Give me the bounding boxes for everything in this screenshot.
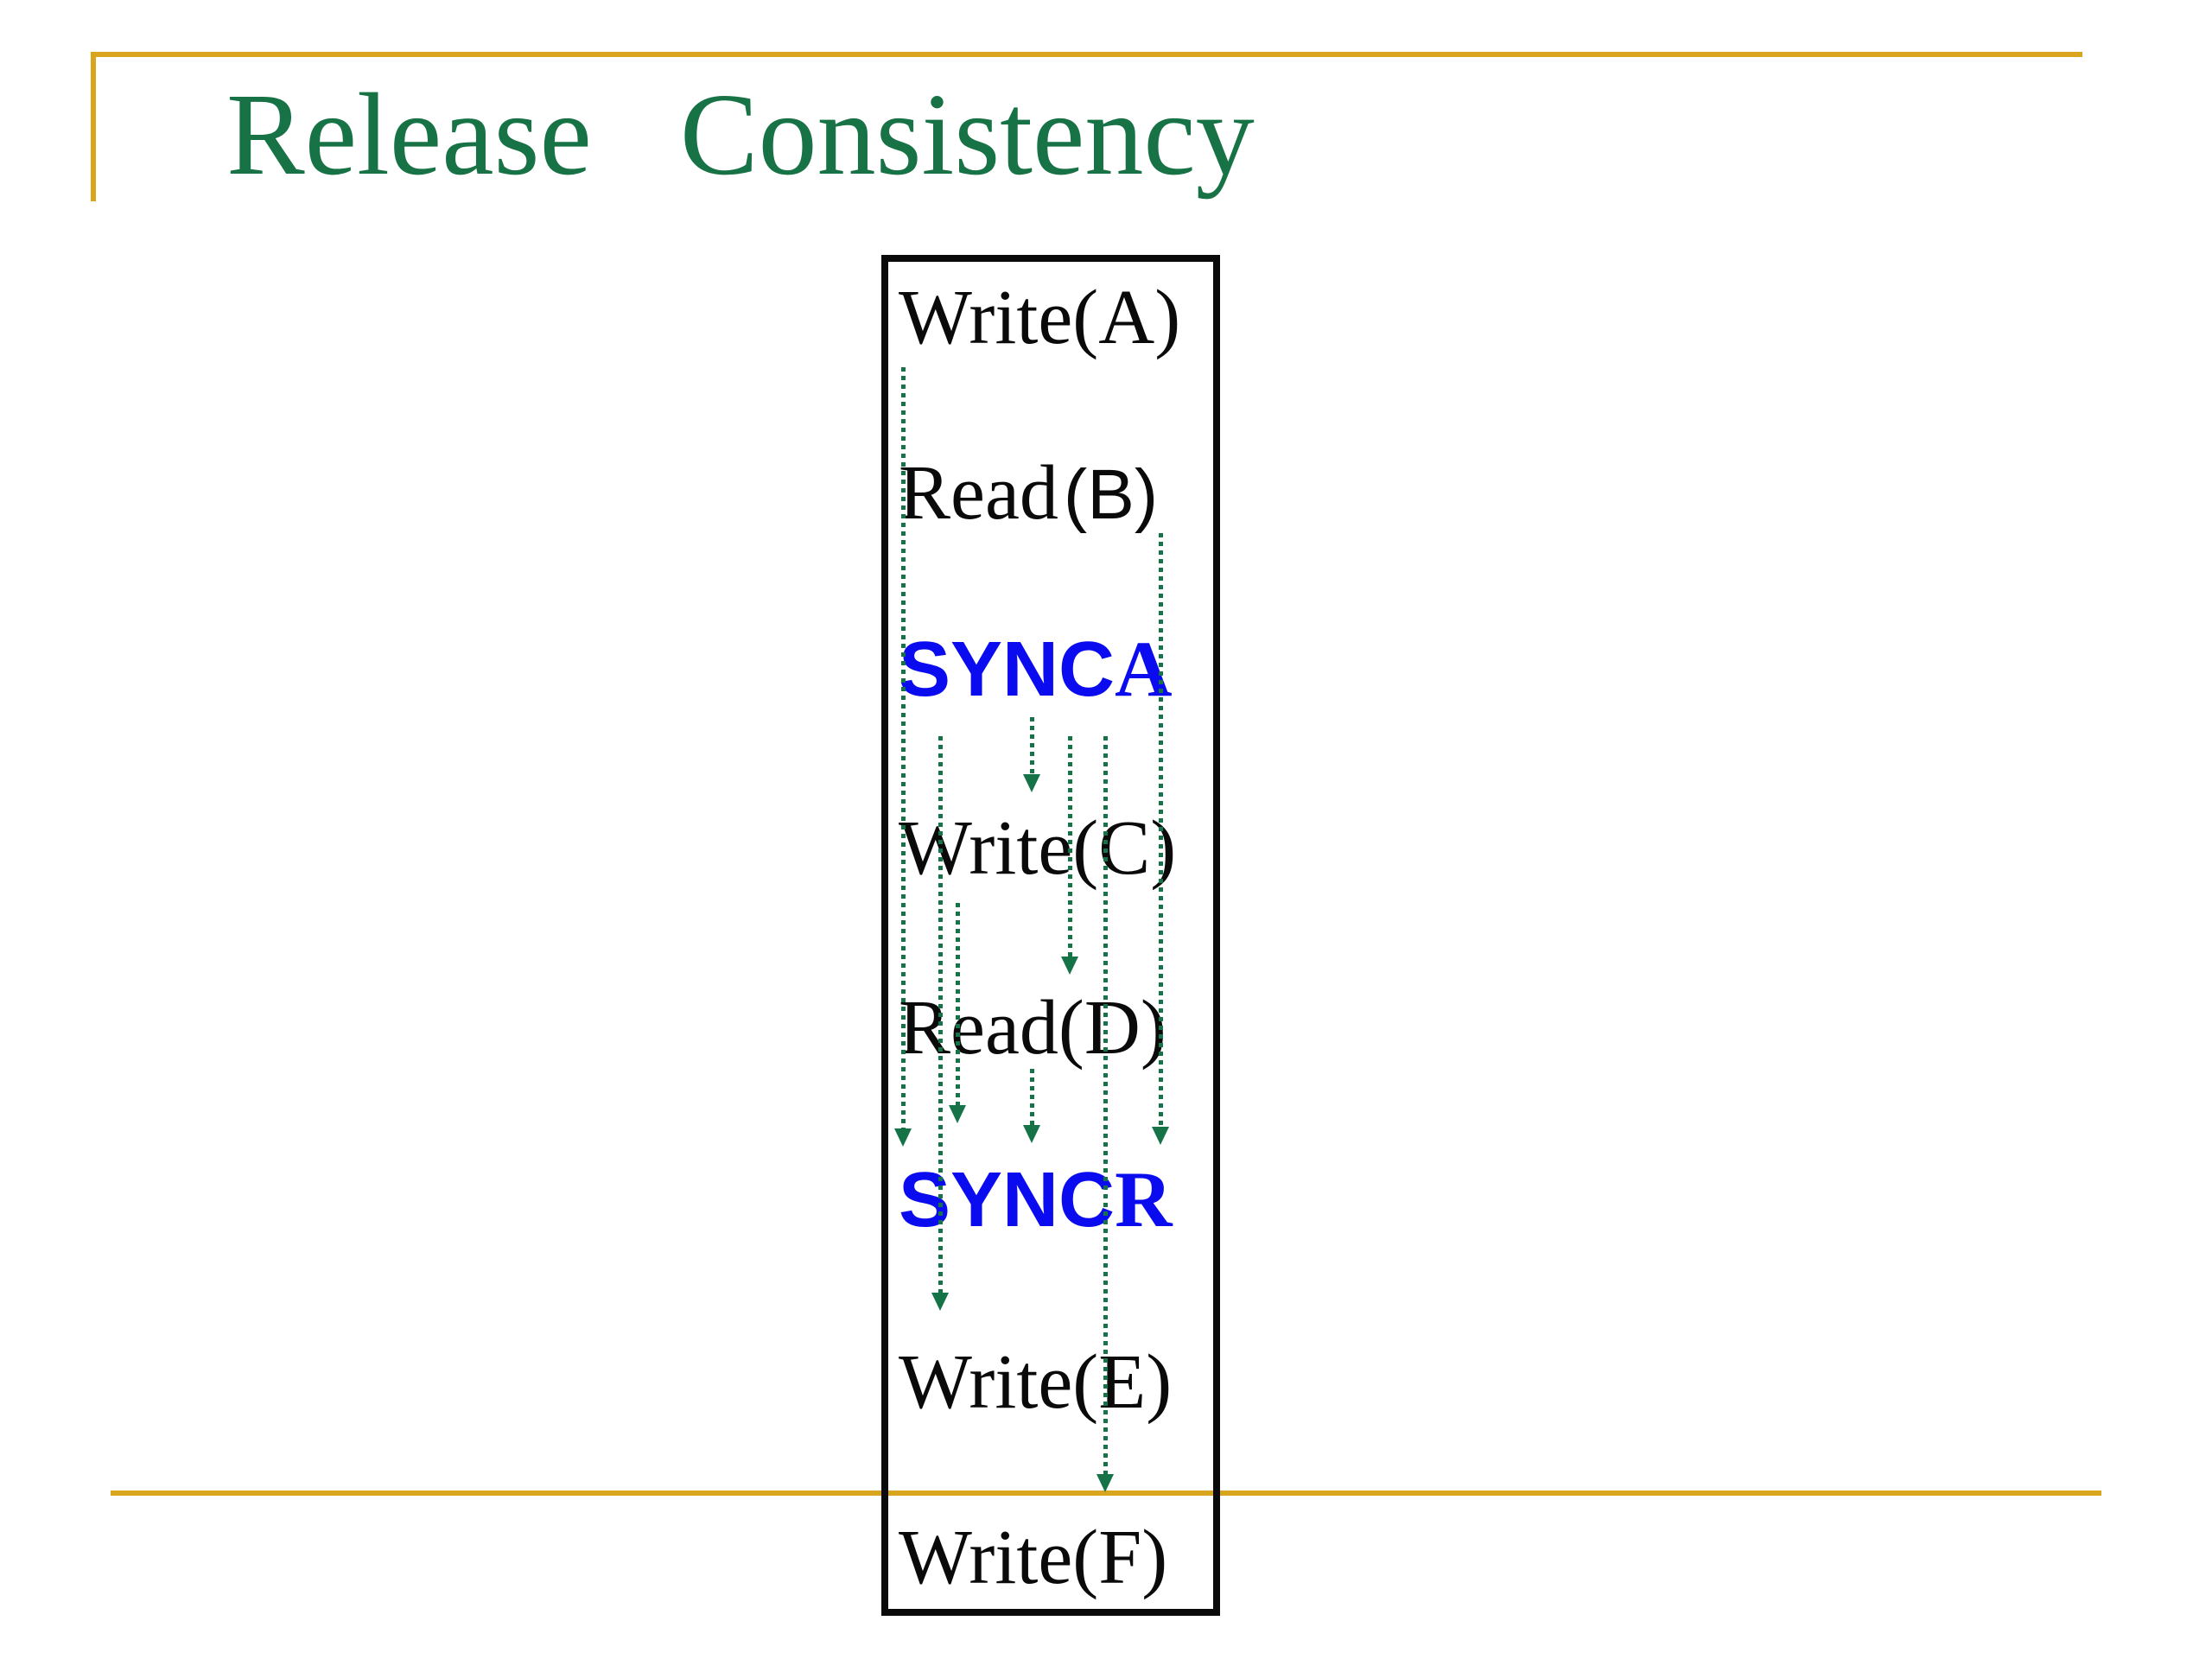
sync-label-suffix: A	[1115, 625, 1173, 713]
left-rule-tick	[91, 52, 96, 201]
operation-read-d: Read(D)	[899, 981, 1166, 1076]
process-box	[881, 255, 1220, 1616]
operation-label: Read	[899, 450, 1058, 536]
operation-sync-acquire: SYNCA	[899, 621, 1173, 716]
sync-label-suffix: R	[1115, 1155, 1173, 1243]
operation-read-b: Read(B)	[899, 446, 1158, 541]
operation-write-e: Write(E)	[899, 1335, 1172, 1430]
top-rule-line	[91, 52, 2082, 57]
operation-write-a: Write(A)	[899, 270, 1180, 365]
operation-label: Write(C)	[899, 805, 1177, 891]
sync-label: SYNC	[899, 626, 1116, 713]
operation-label: Write(F)	[899, 1515, 1168, 1600]
operation-label: Read(D)	[899, 985, 1166, 1071]
operation-write-c: Write(C)	[899, 801, 1176, 896]
operation-label: Write(A)	[899, 275, 1181, 360]
operation-write-f: Write(F)	[899, 1510, 1167, 1605]
slide-title: Release Consistency	[226, 70, 1255, 200]
operation-label: Write(E)	[899, 1339, 1173, 1425]
operation-sync-release: SYNCR	[899, 1152, 1173, 1247]
operation-label-argument: (B)	[1063, 455, 1159, 534]
sync-label: SYNC	[899, 1157, 1116, 1243]
bottom-rule-line	[111, 1491, 2101, 1496]
